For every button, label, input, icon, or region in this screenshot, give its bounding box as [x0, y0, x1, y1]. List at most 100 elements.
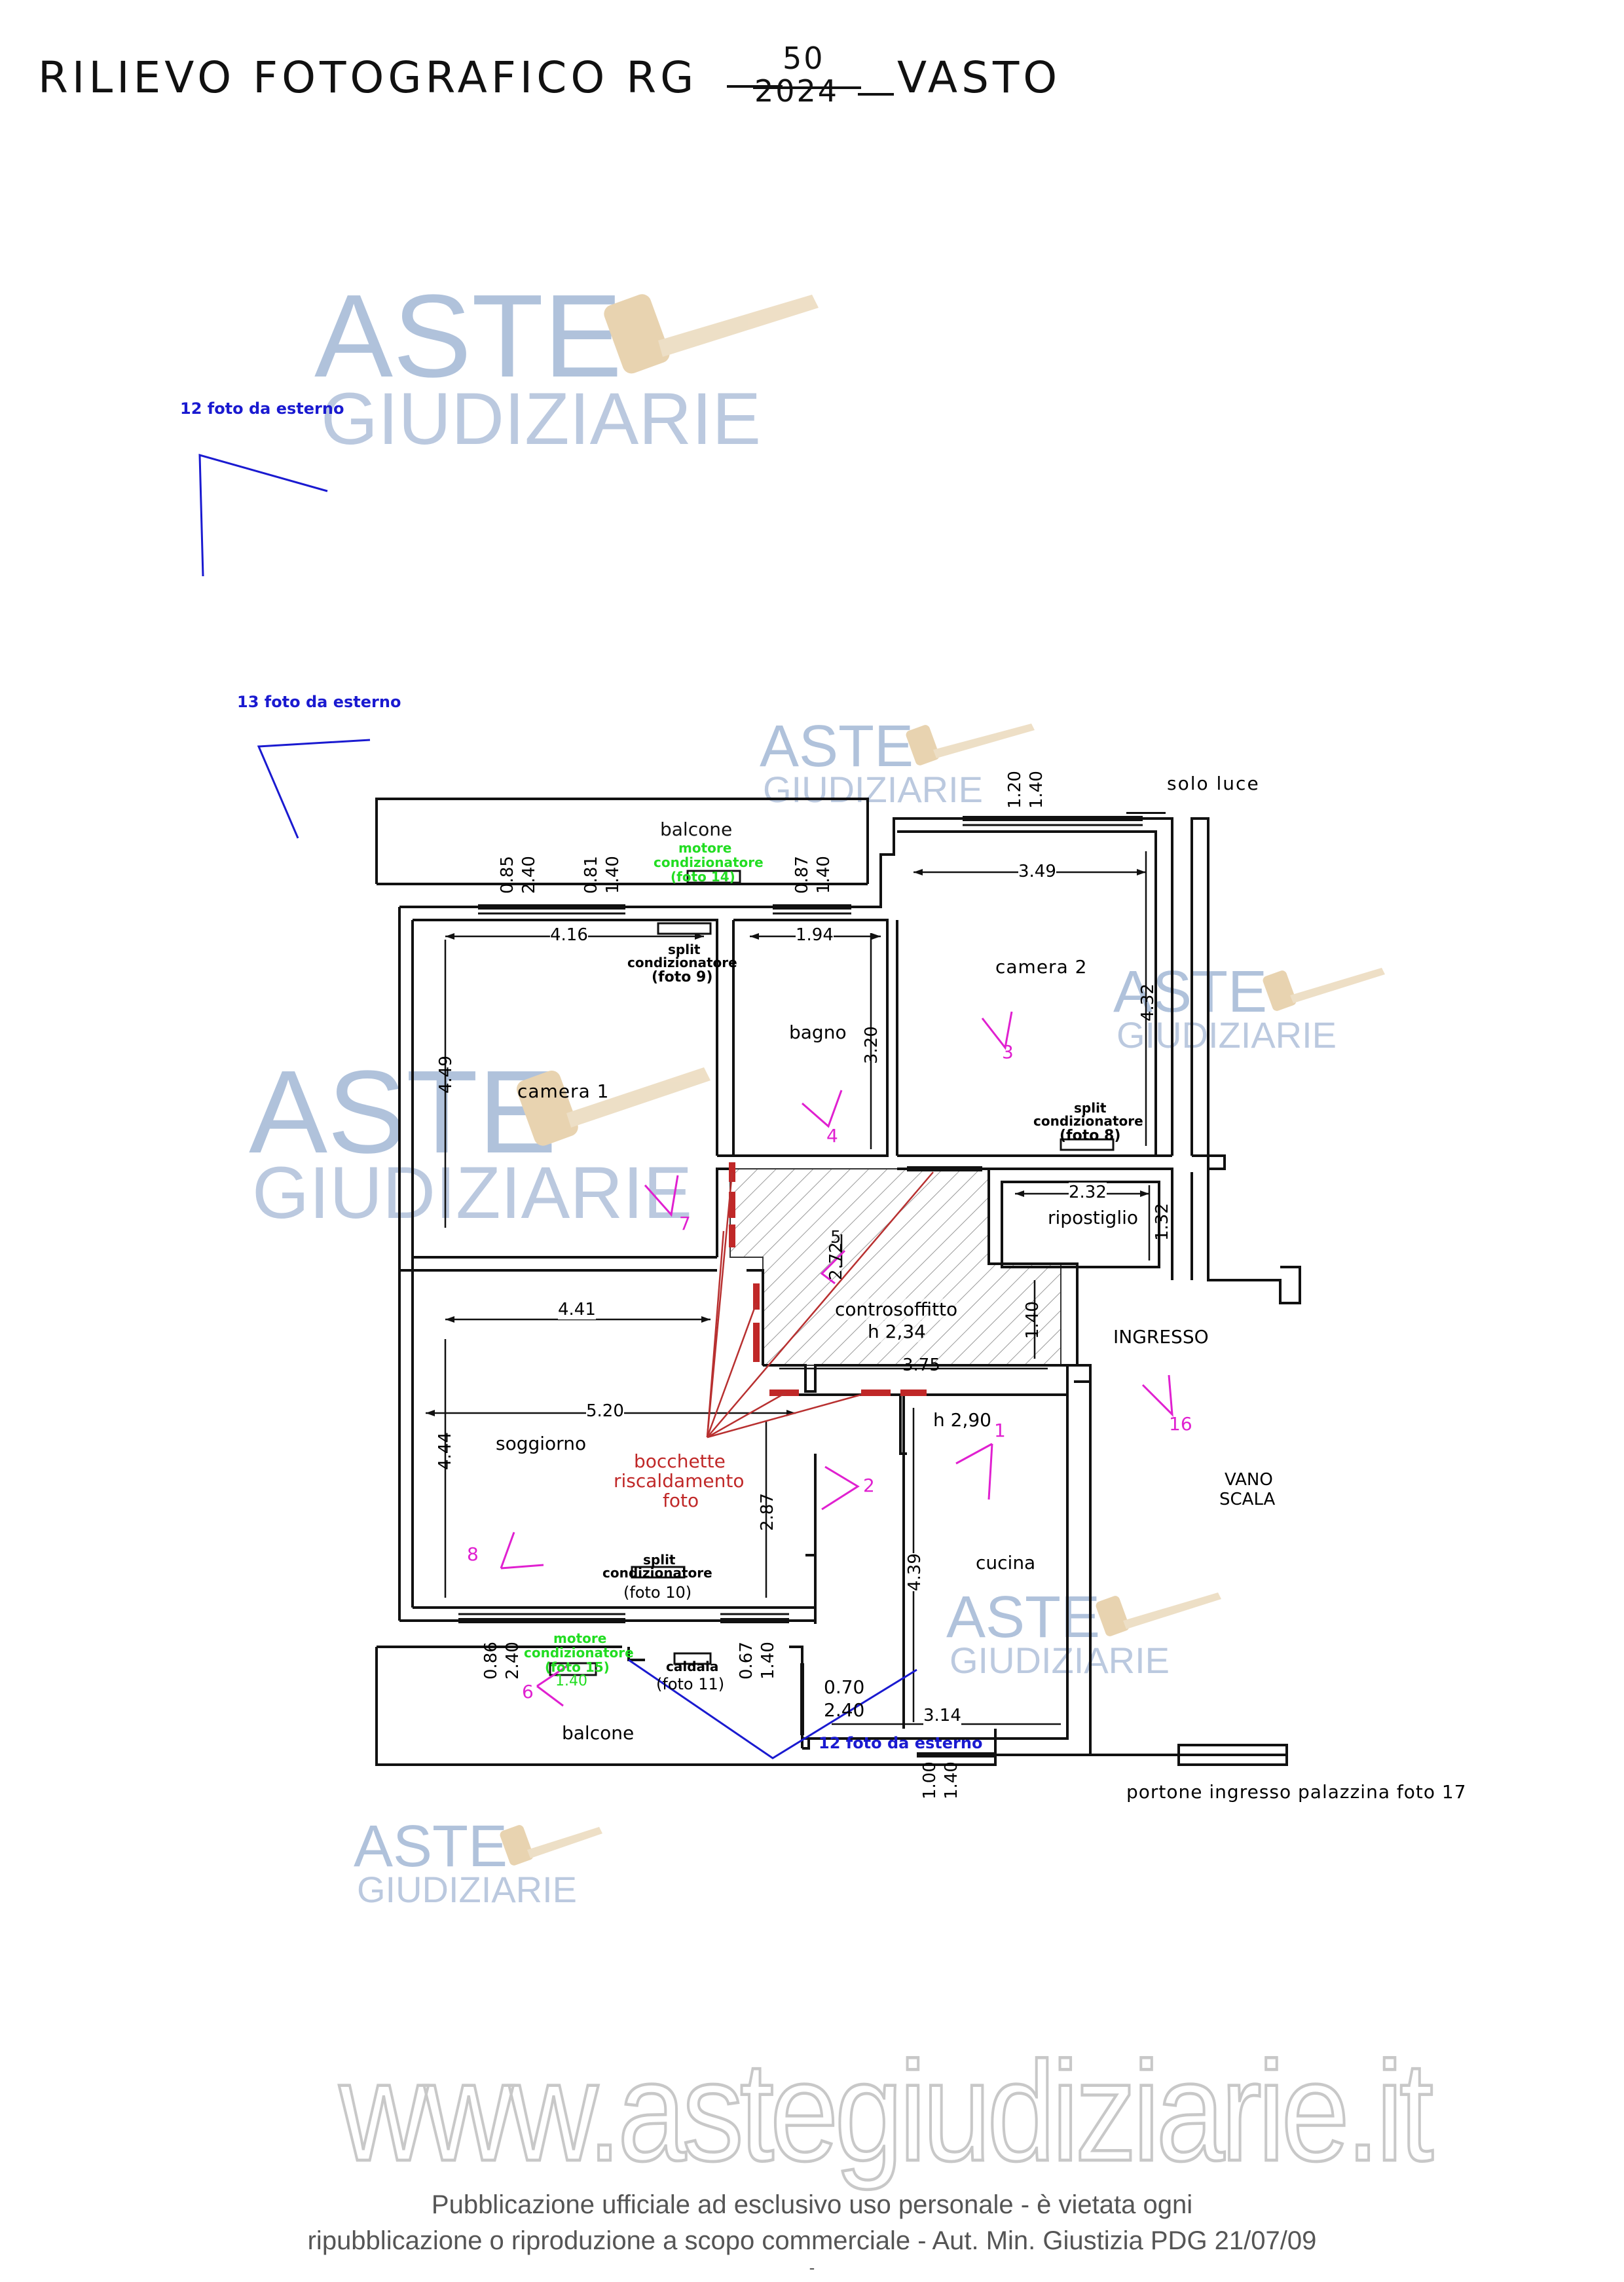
watermark-logo-camera2: ASTE GIUDIZIARIE — [1113, 959, 1385, 1056]
split-unit-10 — [631, 1566, 686, 1579]
label-caldaia-2: (foto 11) — [656, 1675, 725, 1693]
watermark-website: www.astegiudiziarie.it — [338, 2031, 1435, 2192]
ac-units — [549, 870, 1115, 1676]
label-split10-3: (foto 10) — [623, 1583, 692, 1602]
dim-232: 2.32 — [1069, 1183, 1107, 1202]
windows — [458, 816, 1143, 1758]
label-motore-bot-2: condizionatore — [524, 1645, 634, 1661]
watermark-word-giudiziarie: GIUDIZIARIE — [252, 1152, 692, 1234]
dim-240c: 2.40 — [824, 1699, 865, 1721]
label-bocchette-3: foto — [663, 1490, 699, 1511]
dim-240b: 2.40 — [503, 1642, 523, 1680]
label-split9-2: condizionatore — [627, 955, 737, 970]
dim-287: 2.87 — [758, 1493, 777, 1531]
footer-line-3: - — [809, 2258, 815, 2277]
dim-441: 4.41 — [558, 1300, 596, 1319]
dim-520: 5.20 — [586, 1401, 624, 1421]
dim-067: 0.67 — [737, 1642, 756, 1680]
dim-140e: 1.40 — [555, 1673, 587, 1689]
photo-marker-16: 16 — [1169, 1413, 1192, 1435]
watermark-word-giudiziarie: GIUDIZIARIE — [1116, 1014, 1337, 1056]
caldaia-unit — [673, 1652, 712, 1665]
watermark-word-aste: ASTE — [314, 270, 622, 402]
label-h290: h 2,90 — [933, 1409, 991, 1431]
dim-240a: 2.40 — [519, 856, 539, 894]
split-unit-9 — [657, 922, 712, 935]
label-ripostiglio: ripostiglio — [1048, 1207, 1139, 1228]
label-camera2: camera 2 — [995, 956, 1088, 978]
walls — [375, 798, 1301, 1766]
photo-marker-6: 6 — [522, 1681, 534, 1702]
title-prefix: RILIEVO FOTOGRAFICO RG — [38, 52, 698, 103]
watermark-word-giudiziarie: GIUDIZIARIE — [763, 769, 983, 810]
dim-349: 3.49 — [1018, 862, 1056, 881]
photo-marker-4: 4 — [826, 1125, 838, 1147]
dim-432: 4.32 — [1138, 984, 1158, 1021]
photo-marker-7: 7 — [679, 1213, 691, 1234]
watermark-logo-bottom: ASTE GIUDIZIARIE — [354, 1814, 602, 1910]
label-motore-top-2: condizionatore — [654, 855, 764, 870]
watermark-logo-cucina: ASTE GIUDIZIARIE — [946, 1585, 1221, 1681]
dim-320: 3.20 — [862, 1026, 881, 1064]
dim-375: 3.75 — [902, 1355, 940, 1375]
label-split8-2: condizionatore — [1033, 1113, 1143, 1129]
label-soggiorno: soggiorno — [496, 1433, 587, 1454]
label-split8-1: split — [1074, 1100, 1107, 1116]
watermark-word-aste: ASTE — [249, 1046, 557, 1178]
rg-year: 2024 — [754, 73, 840, 109]
footer-line-1: Pubblicazione ufficiale ad esclusivo uso… — [431, 2190, 1193, 2219]
label-scala: SCALA — [1219, 1490, 1276, 1509]
label-bocchette-1: bocchette — [634, 1450, 726, 1472]
watermark-word-aste: ASTE — [760, 714, 913, 779]
split-unit-8 — [1060, 1138, 1115, 1151]
dim-416: 4.16 — [550, 925, 588, 945]
dim-449: 4.49 — [436, 1056, 456, 1094]
gavel-icon — [1096, 1592, 1221, 1636]
label-ext12: 12 foto da esterno — [180, 399, 344, 418]
page-title: RILIEVO FOTOGRAFICO RG — [38, 52, 697, 103]
label-camera1: camera 1 — [517, 1080, 610, 1102]
photo-marker-3: 3 — [1002, 1041, 1014, 1063]
dim-120: 1.20 — [1005, 771, 1025, 809]
label-motore-bot-1: motore — [553, 1630, 607, 1646]
gavel-icon — [1263, 968, 1385, 1011]
dim-444: 4.44 — [435, 1432, 455, 1470]
label-split10-2: condizionatore — [602, 1565, 712, 1581]
label-ext13: 13 foto da esterno — [237, 693, 401, 711]
label-split9-3: (foto 9) — [652, 969, 713, 985]
external-photo-lines — [198, 454, 917, 1759]
watermark-word-giudiziarie: GIUDIZIARIE — [321, 378, 761, 460]
title-city: VASTO — [897, 52, 1061, 103]
photo-marker-5: 5 — [830, 1228, 841, 1247]
watermark-logo-mid1: ASTE GIUDIZIARIE — [760, 714, 1035, 810]
watermark-logo-top: ASTE GIUDIZIARIE — [314, 270, 819, 460]
photo-marker-lines — [500, 1011, 1173, 1707]
gavel-icon — [500, 1825, 602, 1866]
footer-line-2: ripubblicazione o riproduzione a scopo c… — [307, 2226, 1317, 2255]
dim-140f: 1.40 — [758, 1642, 778, 1680]
dim-085: 0.85 — [498, 856, 517, 894]
label-controsoffitto: controsoffitto — [835, 1298, 958, 1320]
label-bagno: bagno — [789, 1021, 847, 1043]
label-cucina: cucina — [976, 1552, 1036, 1573]
label-split8-3: (foto 8) — [1060, 1128, 1121, 1144]
heating-callout-lines — [706, 1171, 934, 1439]
label-motore-top-3: (foto 14) — [671, 869, 735, 885]
dim-272: 2.72 — [826, 1242, 846, 1280]
label-split9-1: split — [668, 942, 701, 957]
gavel-icon — [906, 724, 1035, 765]
label-balcone-top: balcone — [660, 819, 733, 840]
gavel-icon — [516, 1067, 710, 1146]
dim-314: 3.14 — [923, 1706, 961, 1725]
gavel-icon — [604, 294, 819, 374]
dim-070: 0.70 — [824, 1676, 865, 1698]
dim-140g: 1.40 — [942, 1761, 961, 1799]
ac-motor-top — [686, 870, 741, 884]
dim-140d: 1.40 — [1023, 1301, 1043, 1339]
label-solo-luce: solo luce — [1167, 773, 1260, 794]
dim-086: 0.86 — [481, 1642, 501, 1680]
label-bocchette-2: riscaldamento — [614, 1470, 745, 1492]
title-underscore-2 — [858, 93, 894, 96]
watermark-word-giudiziarie: GIUDIZIARIE — [357, 1869, 577, 1910]
